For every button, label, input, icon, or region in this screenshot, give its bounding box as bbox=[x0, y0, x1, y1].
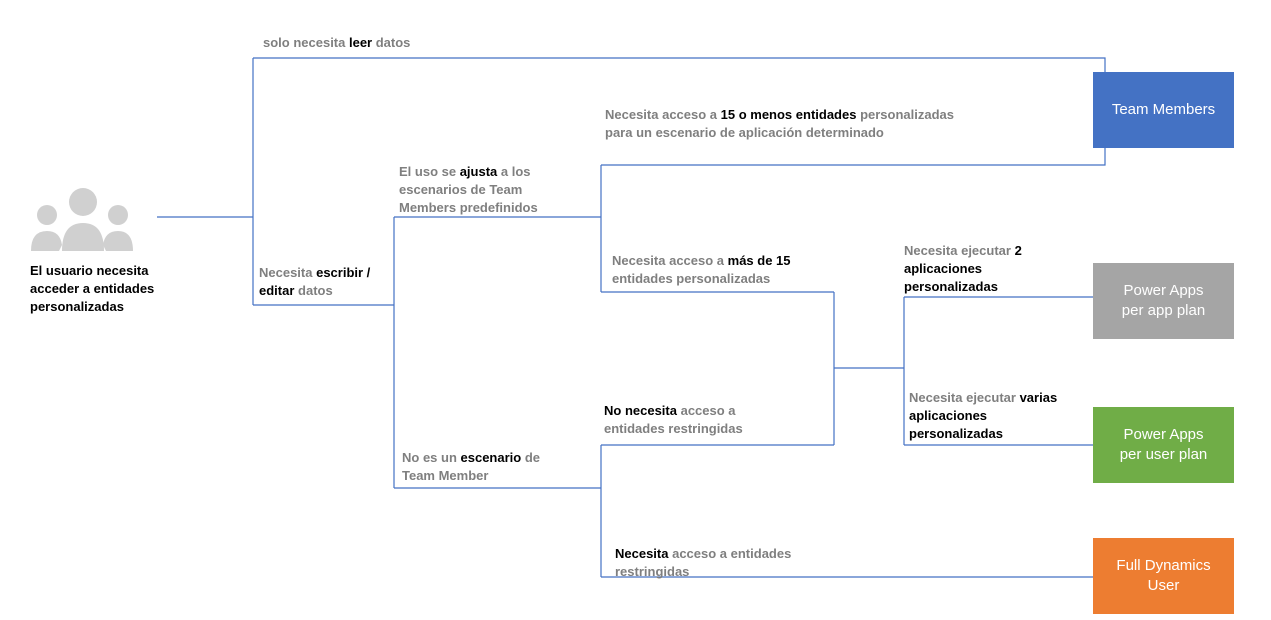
outcome-power-apps-per-user: Power Apps per user plan bbox=[1093, 407, 1234, 483]
user-label: El usuario necesita acceder a entidades … bbox=[30, 262, 210, 316]
outcome-team-members: Team Members bbox=[1093, 72, 1234, 148]
outcome-label: Power Apps bbox=[1123, 426, 1204, 443]
label-two-apps: Necesita ejecutar 2 aplicaciones persona… bbox=[904, 243, 1022, 294]
outcome-label: per user plan bbox=[1119, 446, 1208, 463]
user-label-line: personalizadas bbox=[30, 299, 124, 314]
label-read-only: solo necesita leer datos bbox=[263, 35, 411, 50]
label-fits-scenario: El uso se ajusta a los escenarios de Tea… bbox=[399, 164, 538, 215]
outcome-power-apps-per-app: Power Apps per app plan bbox=[1093, 263, 1234, 339]
label-over-15-entities: Necesita acceso a más de 15 entidades pe… bbox=[612, 253, 791, 286]
label-restricted-entities: Necesita acceso a entidades restringidas bbox=[615, 546, 792, 579]
user-label-line: acceder a entidades bbox=[30, 281, 155, 296]
outcome-label: Team Members bbox=[1111, 101, 1216, 118]
label-not-team-member: No es un escenario de Team Member bbox=[402, 450, 541, 483]
label-write-edit: Necesita escribir / editar datos bbox=[259, 265, 371, 298]
label-many-apps: Necesita ejecutar varias aplicaciones pe… bbox=[909, 390, 1058, 441]
user-label-line: El usuario necesita bbox=[30, 263, 149, 278]
connector-read-to-team-members bbox=[253, 57, 1106, 72]
label-under-15-entities: Necesita acceso a 15 o menos entidades p… bbox=[605, 107, 955, 140]
label-no-restricted-entities: No necesita acceso a entidades restringi… bbox=[604, 403, 743, 436]
outcome-full-dynamics-user: Full Dynamics User bbox=[1093, 538, 1234, 614]
connector-under-15-to-team-members bbox=[601, 148, 1106, 166]
outcome-label: Full Dynamics bbox=[1116, 557, 1211, 574]
user-group-icon bbox=[31, 188, 133, 251]
outcome-label: per app plan bbox=[1121, 302, 1206, 319]
outcome-label: User bbox=[1147, 577, 1180, 594]
outcome-label: Power Apps bbox=[1123, 282, 1204, 299]
